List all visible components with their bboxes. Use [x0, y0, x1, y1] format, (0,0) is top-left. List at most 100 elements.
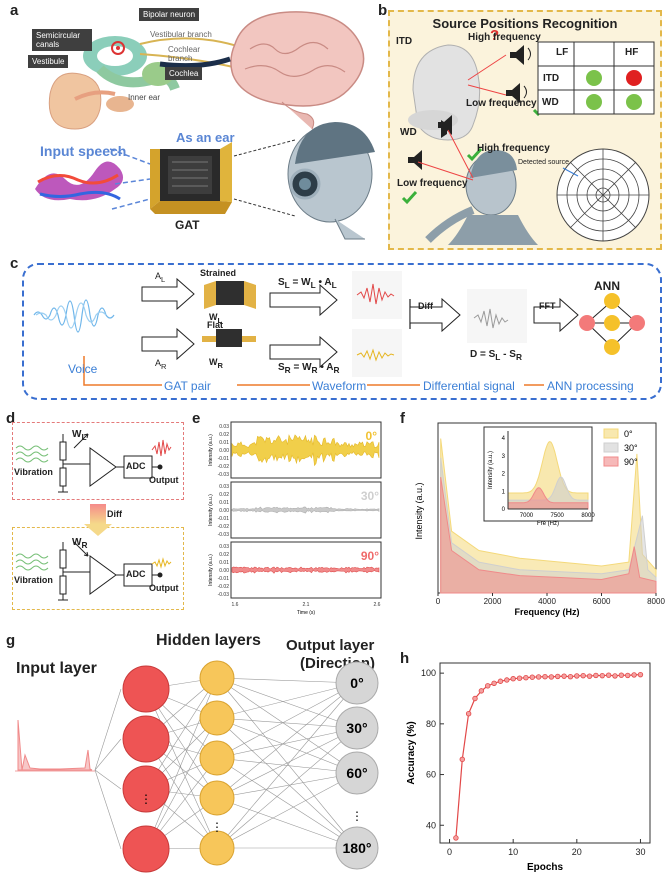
question-mark-icon: ? — [490, 27, 499, 44]
h-data-point — [523, 675, 529, 681]
panel-c-box — [22, 263, 662, 400]
e-xlabel: Time (s) — [297, 610, 315, 616]
e-ytick-label: 0.01 — [219, 500, 229, 506]
connection-line — [216, 717, 358, 774]
label-diff: Diff — [418, 301, 433, 311]
h-ytick-label: 40 — [426, 820, 436, 830]
label-low-frequency-itd: Low frequency — [466, 98, 537, 109]
panel-label-a: a — [10, 2, 19, 19]
h-data-point — [567, 673, 574, 680]
connection-line — [216, 757, 358, 849]
output-node — [335, 706, 379, 750]
h-data-point — [497, 678, 504, 684]
f-legend-swatch — [603, 442, 619, 453]
f-inset-ytick: 4 — [502, 436, 506, 442]
panel-label-e: e — [192, 410, 201, 427]
e-ytick-label: -0.02 — [218, 584, 230, 590]
red-dot-icon — [626, 70, 642, 86]
connection-line — [216, 682, 358, 849]
hidden-node — [199, 660, 235, 696]
label-w-l: WL — [209, 312, 223, 325]
h-xtick-label: 20 — [572, 847, 582, 857]
f-series-area — [440, 477, 657, 594]
network-nodes: 0°30°60°180° — [122, 660, 379, 873]
e-xticks: 1.6 2.1 2.6 — [232, 602, 381, 608]
spectrum-connection — [94, 738, 122, 771]
polar-plot — [556, 148, 650, 242]
f-legend-swatch — [603, 428, 619, 439]
label-high-frequency-itd: High frequency — [468, 32, 541, 43]
e-ytick-label: 0.02 — [219, 552, 229, 558]
diff-arrow — [409, 297, 461, 333]
e-ytick-label: 0.02 — [219, 492, 229, 498]
h-data-point — [491, 680, 497, 686]
h-data-point — [504, 677, 510, 683]
label-output-layer: Output layer — [286, 637, 375, 654]
output-node-label: 60° — [346, 765, 367, 781]
hidden-node — [199, 740, 235, 776]
panel-label-d: d — [6, 410, 16, 427]
brain-drawing — [159, 11, 365, 130]
f-xtick-label: 6000 — [593, 597, 611, 606]
e-ytick-label: 0.01 — [219, 440, 229, 446]
f-inset-ytick: 1 — [502, 489, 506, 495]
h-data-point — [618, 672, 625, 678]
h-data-point — [586, 673, 593, 679]
ann-mini — [579, 293, 645, 355]
panel-label-f: f — [400, 410, 405, 427]
label-w-l-d: WL — [72, 429, 87, 442]
h-points — [453, 671, 644, 841]
input-node — [122, 825, 170, 873]
label-w-r-d: WR — [72, 537, 88, 550]
label-vibration-top: Vibration — [14, 467, 53, 477]
recognition-table — [537, 41, 655, 115]
e-ytick-label: 0.03 — [219, 424, 229, 430]
label-wd: WD — [400, 127, 417, 138]
connection-line — [216, 682, 358, 799]
connection-line — [216, 682, 358, 759]
f-inset-ytick: 0 — [502, 507, 506, 513]
e-ytick-label: 0.02 — [219, 432, 229, 438]
e-yticks: 0.030.020.010.00-0.01-0.02-0.030.030.020… — [218, 424, 230, 598]
label-fft: FFT — [539, 301, 556, 311]
e-angle-30: 30° — [361, 489, 379, 503]
diff-signal-wave — [473, 308, 509, 329]
f-legend-label: 90° — [624, 457, 638, 467]
e-ytick-label: 0.01 — [219, 560, 229, 566]
connection-line — [216, 727, 358, 849]
e-angle-90: 90° — [361, 549, 379, 563]
connection-line — [216, 677, 358, 729]
e-xtick-2: 2.6 — [374, 602, 381, 608]
formula-s-r: SR = WR • AR — [278, 362, 340, 375]
panel-d-top-box — [12, 422, 184, 500]
f-series-group — [440, 438, 657, 594]
table-row-itd: ITD — [543, 73, 560, 84]
spectrum-connection — [94, 688, 122, 771]
f-legend: 0°30°90° — [603, 428, 638, 467]
waveform-left — [356, 283, 395, 305]
connection-line — [216, 772, 358, 849]
flat-device — [202, 329, 256, 347]
f-xtick-label: 8000 — [647, 597, 665, 606]
circuit-bottom — [15, 541, 172, 601]
e-ytick-label: -0.01 — [218, 576, 230, 582]
e-ytick-label: 0.03 — [219, 544, 229, 550]
label-vestibular-branch: Vestibular branch — [150, 30, 212, 39]
h-data-point — [605, 672, 612, 678]
connection-line — [216, 727, 358, 799]
h-data-point — [485, 683, 491, 689]
connection-line — [216, 797, 358, 849]
panel-b-title: Source Positions Recognition — [432, 16, 618, 31]
h-data-point — [535, 674, 542, 680]
check-icon — [401, 190, 418, 205]
label-input-speech: Input speech — [40, 143, 127, 159]
f-inset-ytick: 2 — [502, 472, 506, 478]
smiley-icon — [586, 94, 602, 110]
panel-label-h: h — [400, 650, 410, 667]
label-waveform: Waveform — [312, 379, 367, 393]
circuit-top — [15, 433, 172, 493]
h-data-point — [625, 672, 631, 679]
panel-d-circuits — [15, 433, 172, 601]
table-col-lf: LF — [556, 47, 569, 58]
